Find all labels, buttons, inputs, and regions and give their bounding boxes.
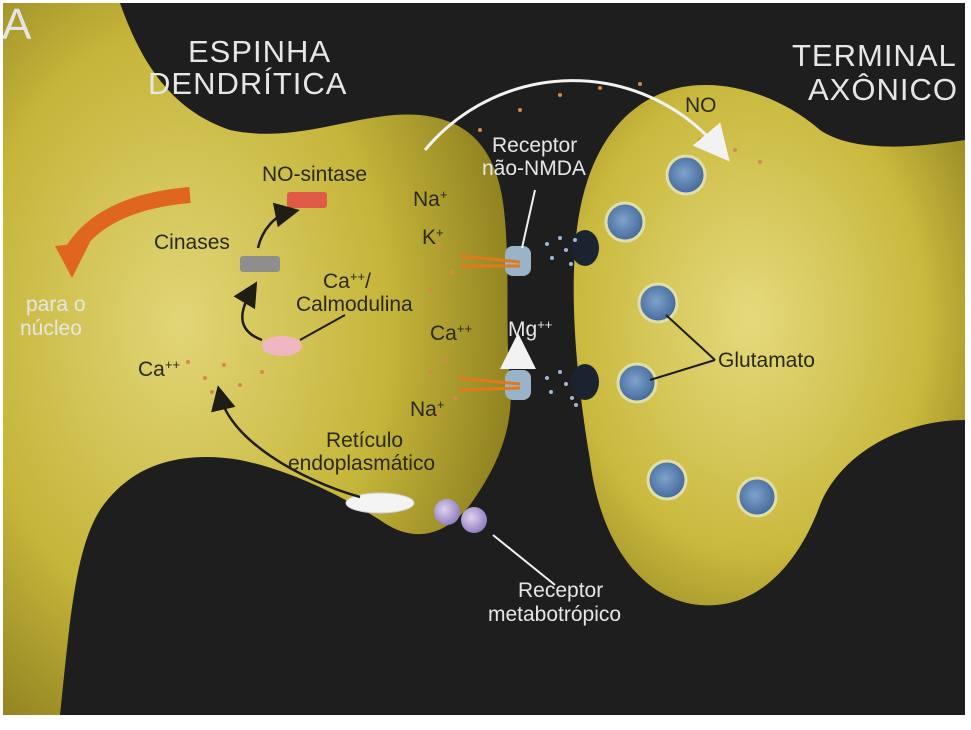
metabotropic-receptor-a xyxy=(434,499,460,525)
no-label: NO xyxy=(685,95,717,117)
ca-calmod-label-line1: Ca++/ xyxy=(323,270,371,293)
receptor-meta-label-line1: Receptor xyxy=(518,580,603,602)
terminal-label-line2: AXÔNICO xyxy=(808,74,958,107)
glutamato-label: Glutamato xyxy=(718,350,815,372)
calmodulina-molecule xyxy=(262,336,302,356)
terminal-label-line1: TERMINAL xyxy=(792,40,957,73)
no-sintase-label: NO-sintase xyxy=(262,164,367,186)
nucleo-label: núcleo xyxy=(20,318,82,340)
release-site-top xyxy=(571,230,599,266)
espinha-label-line2: DENDRÍTICA xyxy=(148,68,347,101)
espinha-label-line1: ESPINHA xyxy=(188,36,331,69)
ca-mid-label: Ca++ xyxy=(430,322,472,345)
no-sintase-molecule xyxy=(287,192,327,208)
release-site-bottom xyxy=(571,364,599,400)
receptor-meta-label-line2: metabotrópico xyxy=(488,604,621,626)
ca-left-label: Ca++ xyxy=(138,358,180,381)
cinases-molecule xyxy=(240,256,280,272)
k-label: K+ xyxy=(422,226,444,249)
na-top-label: Na+ xyxy=(413,188,447,211)
metabotropic-receptor-b xyxy=(461,507,487,533)
calmodulina-label: Calmodulina xyxy=(296,294,413,316)
na-bottom-label: Na+ xyxy=(410,398,444,421)
para-o-label: para o xyxy=(26,294,86,316)
cinases-label: Cinases xyxy=(154,232,230,254)
panel-letter: A xyxy=(2,2,31,48)
receptor-nao-label-line2: não-NMDA xyxy=(482,158,586,180)
receptor-nao-label-line1: Receptor xyxy=(492,135,577,157)
reticulo-label-line1: Retículo xyxy=(326,430,403,452)
mg-label: Mg++ xyxy=(508,318,552,341)
reticulo-label-line2: endoplasmático xyxy=(288,453,435,475)
